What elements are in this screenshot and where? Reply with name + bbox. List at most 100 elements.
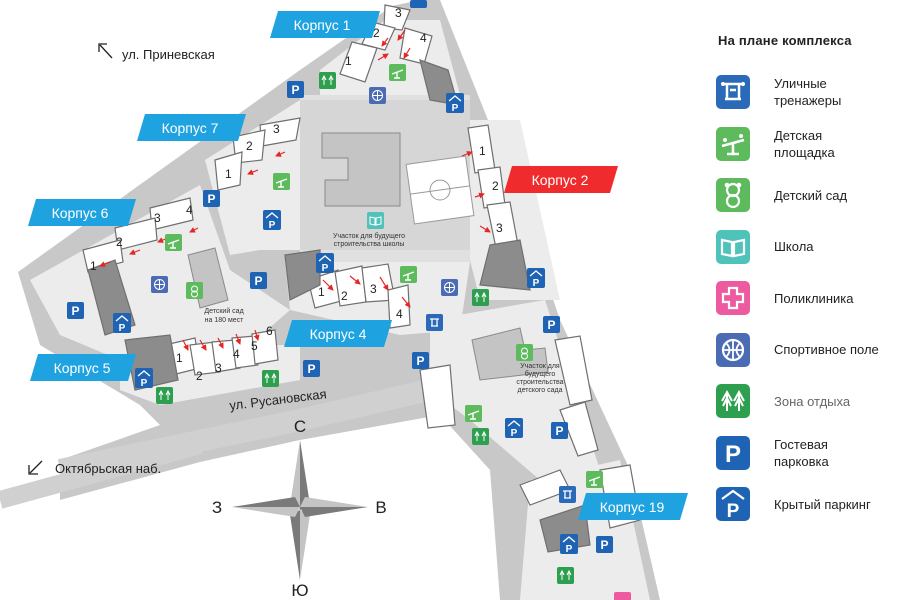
legend-label: Школа [774,239,814,254]
svg-text:Корпус 4: Корпус 4 [310,326,367,342]
guest-parking-icon: P [203,190,220,207]
svg-text:P: P [269,220,276,231]
svg-text:P: P [566,544,573,555]
guest-parking-icon: P [67,302,84,319]
legend-label: Поликлиника [774,290,854,306]
map-poi-icons: P P P P P P P P P P P P P P P P P [67,0,631,600]
legend-label: Детский сад [774,187,848,203]
svg-text:P: P [254,274,262,288]
k6-section-3: 3 [154,211,161,225]
kindergarten-icon [516,344,533,361]
svg-text:P: P [533,278,540,289]
svg-text:Корпус 2: Корпус 2 [532,172,589,188]
k4-section-2: 2 [341,289,348,303]
outdoor-gym-icon [559,486,576,503]
k7-section-3: 3 [273,122,280,136]
guest-parking-icon: P [716,435,750,470]
svg-text:P: P [416,354,424,368]
clinic-icon [614,592,631,600]
legend-item-school: Школа [716,223,901,271]
legend-label: Детская площадка [774,127,835,160]
recreation-icon [557,567,574,584]
svg-text:P: P [452,103,459,114]
legend-label: Зона отдыха [774,393,851,409]
svg-text:P: P [511,428,518,439]
covered-parking-icon: P [527,268,545,289]
k1-section-4: 4 [420,31,427,45]
k6-section-2: 2 [116,235,123,249]
playground-icon [586,471,603,488]
legend-item-playground: Детская площадка [716,120,901,168]
sports-field-icon [716,332,750,367]
arrow-up-left-icon [99,44,113,59]
playground-icon [389,64,406,81]
playground-icon [273,173,290,190]
covered-parking-icon: P [113,313,131,334]
kindergarten-label-1: Детский сад [204,307,243,315]
sports-field-icon [369,87,386,104]
recreation-icon [262,370,279,387]
k2-section-3: 3 [496,221,503,235]
future-kindergarten-label-1: Участок для [520,363,560,370]
guest-parking-icon: P [250,272,267,289]
k2-section-2: 2 [492,179,499,193]
k6-section-1: 1 [90,259,97,273]
svg-text:Корпус 5: Корпус 5 [54,360,111,376]
legend-item-sports-field: Спортивное поле [716,326,901,374]
future-kindergarten-label-3: строительства [516,379,563,386]
clinic-icon [716,281,750,315]
legend-label: Спортивное поле [774,342,879,357]
covered-parking-icon: P [263,210,281,231]
guest-parking-icon: P [551,422,568,439]
future-kindergarten-label-4: детского сада [517,387,562,394]
svg-text:P: P [322,263,329,274]
guest-parking-icon: P [412,352,429,369]
korpus-1-tag: Корпус 1 [270,11,380,38]
guest-parking-icon: P [543,316,560,333]
street-oktyabrskaya: Октябрьская наб. [55,461,161,476]
legend-title: На плане комплекса [718,33,852,48]
school-building-outline [321,132,401,207]
guest-parking-icon: P [596,536,613,553]
arrow-down-left-icon [29,460,43,474]
covered-parking-icon: P [505,418,523,439]
kindergarten-icon [716,178,750,212]
playground-icon [165,234,182,251]
svg-text:P: P [727,501,740,521]
sports-field-icon [151,276,168,293]
guest-parking-icon [410,0,427,8]
svg-text:P: P [307,362,315,376]
k7-section-1: 1 [225,167,232,181]
recreation-icon [472,428,489,445]
k5-section-2: 2 [196,369,203,383]
covered-parking-icon: P [316,253,334,274]
k5-section-3: 3 [215,361,222,375]
legend-item-covered-parking: P Крытый паркинг [716,480,901,528]
korpus-4-tag: Корпус 4 [284,320,392,347]
playground-icon [465,405,482,422]
svg-text:P: P [141,378,148,389]
legend-item-clinic: Поликлиника [716,274,901,322]
recreation-icon [156,387,173,404]
legend-item-recreation: Зона отдыха [716,377,901,425]
svg-text:Корпус 7: Корпус 7 [162,120,219,136]
svg-text:P: P [207,192,215,206]
svg-text:P: P [725,441,741,468]
svg-text:P: P [547,318,555,332]
svg-text:P: P [119,323,126,334]
svg-text:P: P [291,83,299,97]
outdoor-gym-icon [426,314,443,331]
compass-rose: С Ю З В [212,417,387,600]
covered-parking-icon: P [560,534,578,555]
covered-parking-icon: P [446,93,464,114]
k6-section-4: 4 [186,203,193,217]
svg-text:Корпус 19: Корпус 19 [600,499,665,515]
guest-parking-icon: P [287,81,304,98]
korpus-6-tag: Корпус 6 [28,199,136,226]
svg-text:P: P [555,424,563,438]
legend-item-guest-parking: P Гостевая парковка [716,429,901,477]
korpus-2-tag: Корпус 2 [504,166,618,193]
complex-map: 3 2 1 4 3 2 1 4 3 2 1 1 2 3 1 2 3 4 1 2 … [0,0,688,600]
k4-section-4: 4 [396,307,403,321]
section-numbers: 3 2 1 4 3 2 1 4 3 2 1 1 2 3 1 2 3 4 1 2 … [90,6,503,383]
